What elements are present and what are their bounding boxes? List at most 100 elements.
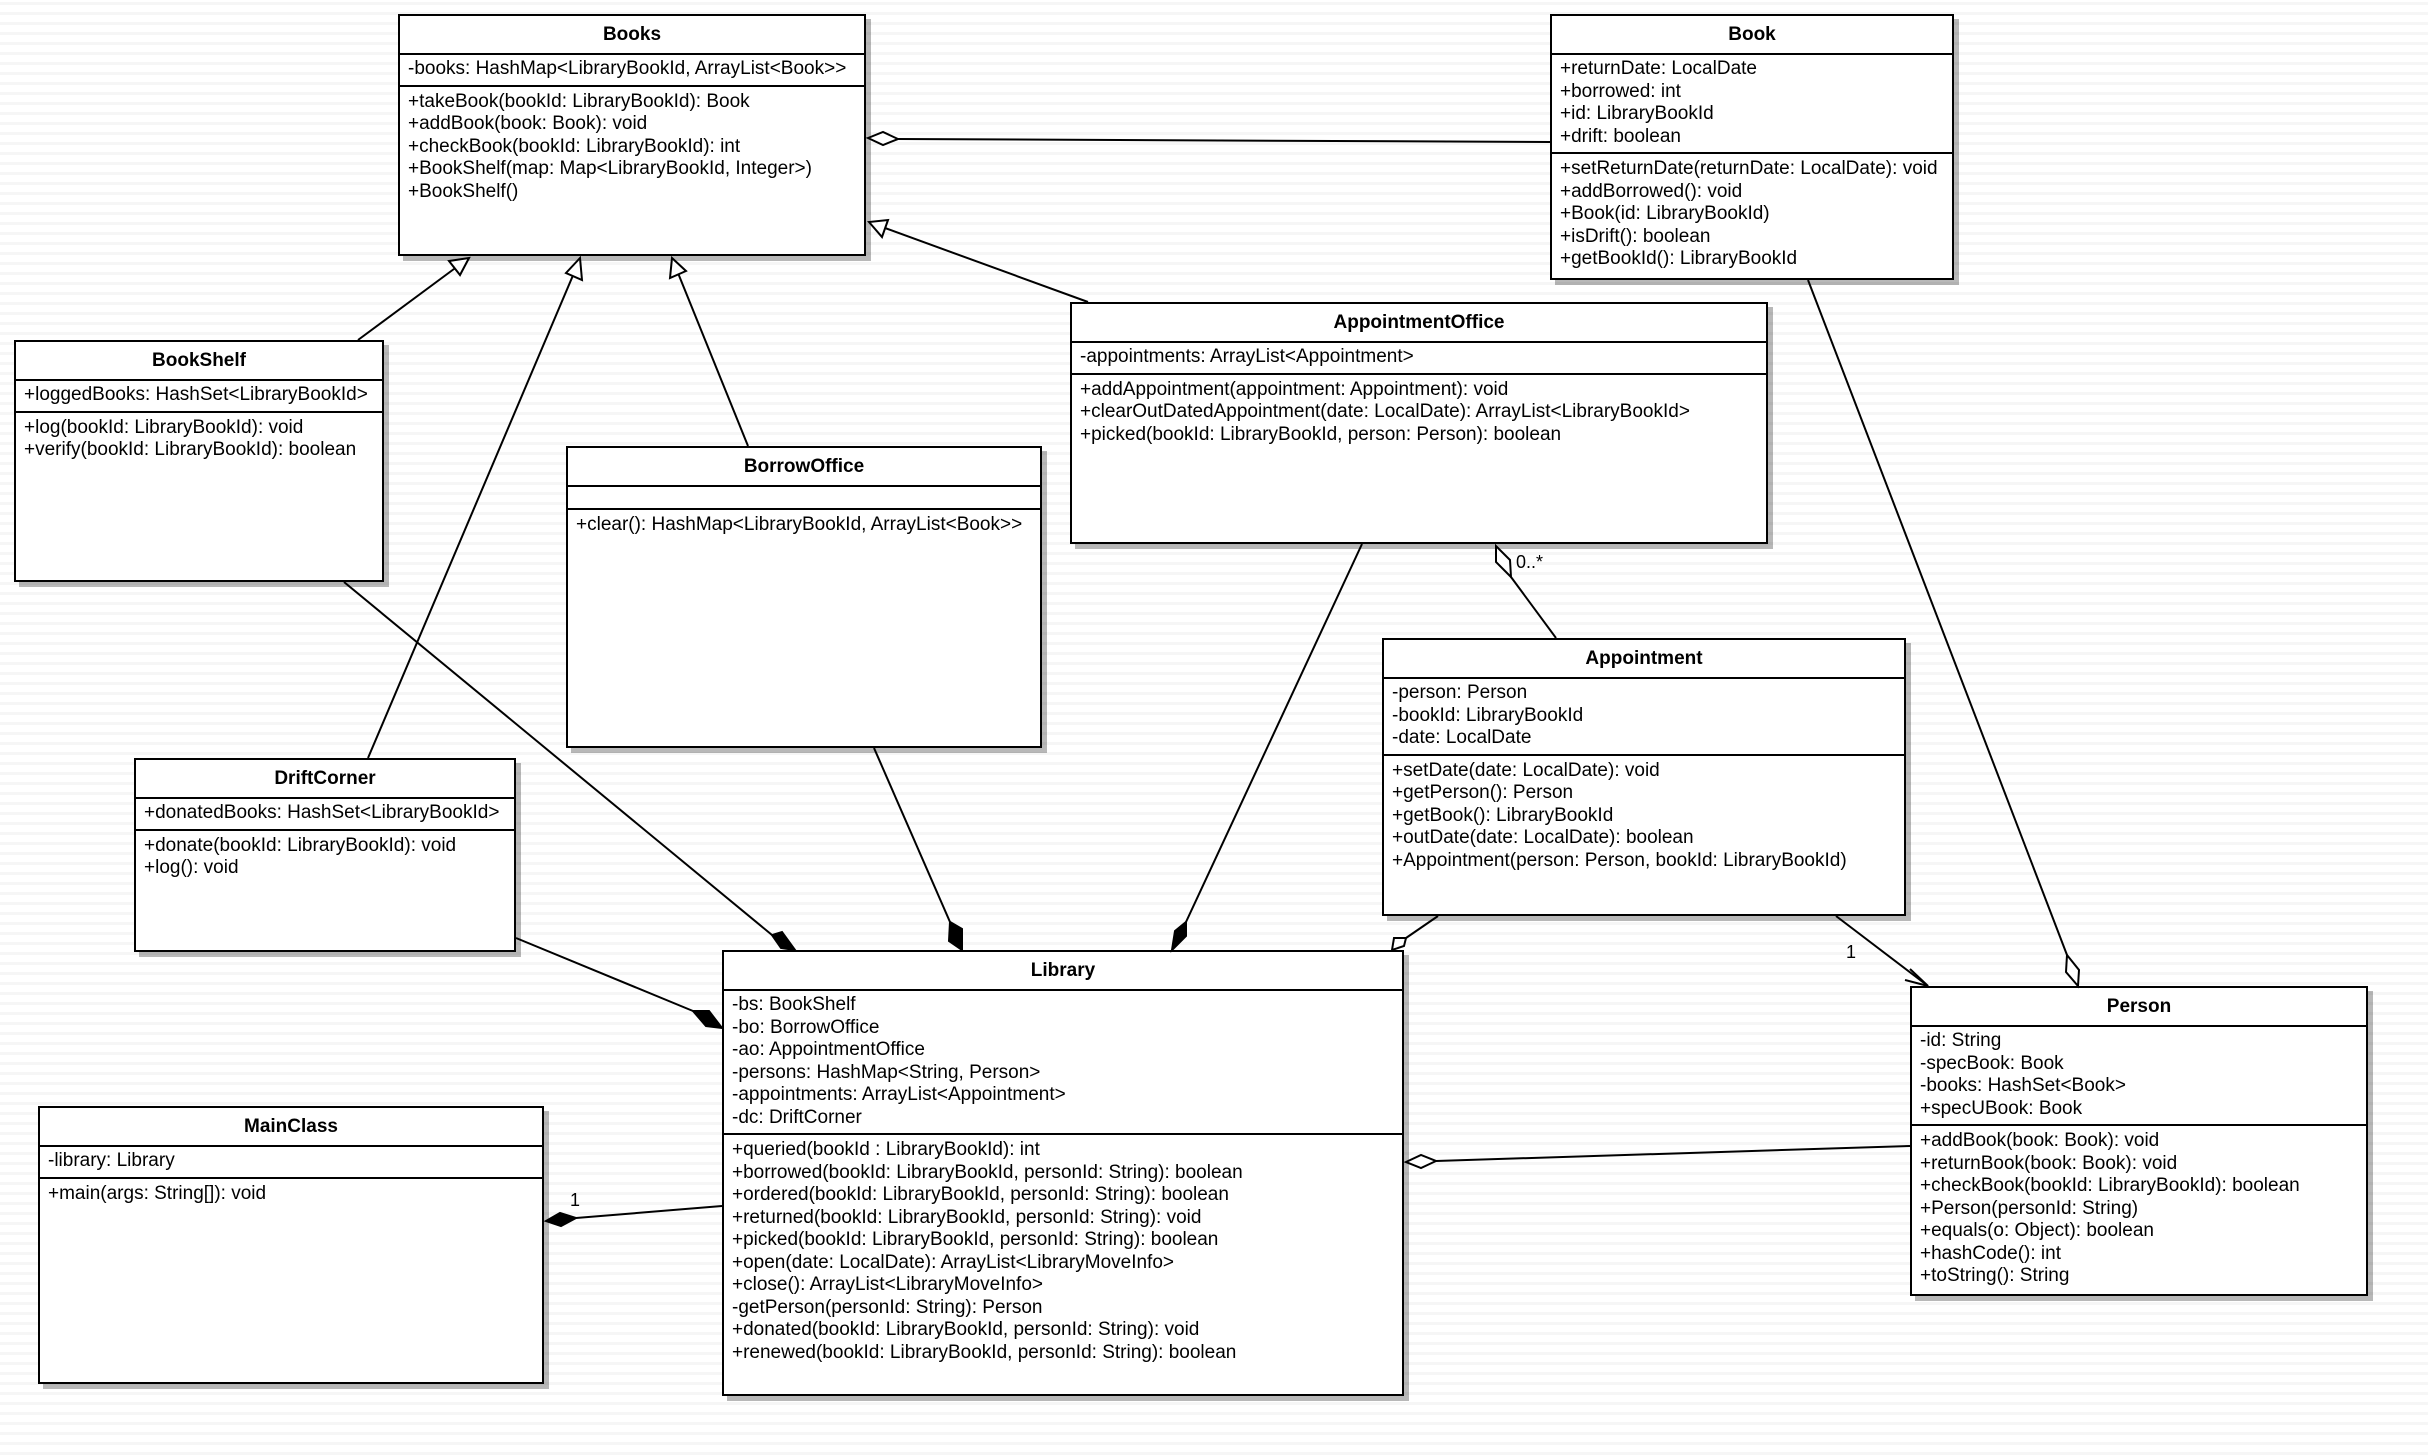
class-appointmentoffice[interactable]: AppointmentOffice -appointments: ArrayLi… — [1070, 302, 1768, 544]
class-name: Books — [400, 16, 864, 55]
filled-diamond — [543, 1211, 579, 1228]
attribute-line: -bs: BookShelf — [732, 994, 856, 1015]
attribute-line: -bo: BorrowOffice — [732, 1016, 880, 1038]
class-mainclass[interactable]: MainClass -library: Library +main(args: … — [38, 1106, 544, 1384]
attributes-compartment: -person: Person-bookId: LibraryBookId-da… — [1384, 679, 1904, 756]
generalization-driftcorner-books — [367, 272, 575, 759]
operation-line: +picked(bookId: LibraryBookId, person: P… — [1080, 423, 1562, 445]
attribute-line: +specUBook: Book — [1920, 1097, 2083, 1119]
attribute-line: -specBook: Book — [1920, 1052, 2064, 1074]
class-name: Person — [1912, 988, 2366, 1027]
aggregation-appointment-appointmentoffice — [1510, 576, 1557, 639]
hollow-diamond — [1390, 937, 1408, 952]
operation-line: +close(): ArrayList<LibraryMoveInfo> — [732, 1274, 1043, 1295]
filled-diamond — [690, 1010, 725, 1030]
filled-diamond — [947, 920, 963, 952]
attributes-compartment: -books: HashMap<LibraryBookId, ArrayList… — [400, 55, 864, 87]
operation-line: +clear(): HashMap<LibraryBookId, ArrayLi… — [576, 514, 1023, 535]
hollow-diamond — [1403, 1153, 1439, 1170]
multiplicity-main-library: 1 — [570, 1190, 580, 1210]
operation-line: +toString(): String — [1920, 1265, 2070, 1286]
operations-compartment: +log(bookId: LibraryBookId): void+verify… — [16, 413, 382, 581]
operations-compartment: +main(args: String[]): void — [40, 1179, 542, 1383]
class-book[interactable]: Book +returnDate: LocalDate+borrowed: in… — [1550, 14, 1954, 280]
operation-line: +Appointment(person: Person, bookId: Lib… — [1392, 849, 1847, 871]
composition-mainclass-library — [575, 1205, 723, 1219]
attributes-compartment: +returnDate: LocalDate+borrowed: int+id:… — [1552, 55, 1952, 154]
operation-line: +hashCode(): int — [1920, 1242, 2061, 1264]
operation-line: +donate(bookId: LibraryBookId): void — [144, 834, 457, 856]
operation-line: +addBook(book: Book): void — [408, 113, 648, 134]
operation-line: +verify(bookId: LibraryBookId): boolean — [24, 439, 357, 460]
operation-line: +donated(bookId: LibraryBookId, personId… — [732, 1319, 1200, 1340]
generalization-borrowoffice-books — [677, 272, 749, 447]
class-library[interactable]: Library -bs: BookShelf-bo: BorrowOffice-… — [722, 950, 1404, 1396]
attributes-compartment: +donatedBooks: HashSet<LibraryBookId> — [136, 799, 514, 831]
operation-line: +setReturnDate(returnDate: LocalDate): v… — [1560, 158, 1938, 179]
operation-line: -getPerson(personId: String): Person — [732, 1296, 1043, 1318]
attribute-line: -date: LocalDate — [1392, 727, 1532, 748]
operation-line: +clearOutDatedAppointment(date: LocalDat… — [1080, 401, 1690, 422]
aggregation-appointment-library — [1405, 915, 1439, 939]
hollow-diamond — [865, 130, 901, 147]
attribute-line: -books: HashMap<LibraryBookId, ArrayList… — [408, 58, 847, 79]
operations-compartment: +setReturnDate(returnDate: LocalDate): v… — [1552, 154, 1952, 278]
operation-line: +equals(o: Object): boolean — [1920, 1220, 2154, 1241]
operation-line: +log(bookId: LibraryBookId): void — [24, 416, 304, 438]
filled-diamond — [770, 930, 798, 952]
hollow-diamond — [1495, 543, 1513, 580]
attribute-line: -persons: HashMap<String, Person> — [732, 1061, 1041, 1083]
operation-line: +BookShelf(map: Map<LibraryBookId, Integ… — [408, 158, 812, 179]
aggregation-book-books — [897, 138, 1551, 143]
attribute-line: -library: Library — [48, 1150, 175, 1171]
class-appointment[interactable]: Appointment -person: Person-bookId: Libr… — [1382, 638, 1906, 916]
attribute-line: -person: Person — [1392, 682, 1528, 703]
class-borrowoffice[interactable]: BorrowOffice +clear(): HashMap<LibraryBo… — [566, 446, 1042, 748]
hollow-triangle-arrowhead — [447, 256, 471, 277]
operation-line: +open(date: LocalDate): ArrayList<Librar… — [732, 1251, 1175, 1273]
composition-library-borrowoffice — [873, 747, 951, 923]
hollow-diamond — [2064, 952, 2081, 989]
class-name: DriftCorner — [136, 760, 514, 799]
open-arrowhead — [1904, 968, 1929, 987]
aggregation-person-library — [1435, 1145, 1911, 1162]
operation-line: +BookShelf() — [408, 180, 519, 202]
attribute-line: -dc: DriftCorner — [732, 1106, 862, 1128]
attribute-line: -appointments: ArrayList<Appointment> — [1080, 346, 1414, 367]
attribute-line: -bookId: LibraryBookId — [1392, 704, 1584, 726]
class-name: BookShelf — [16, 342, 382, 381]
operation-line: +getPerson(): Person — [1392, 782, 1574, 803]
operation-line: +checkBook(bookId: LibraryBookId): boole… — [1920, 1175, 2300, 1196]
attribute-line: +drift: boolean — [1560, 125, 1681, 147]
attribute-line: -ao: AppointmentOffice — [732, 1039, 925, 1060]
operations-compartment: +addBook(book: Book): void+returnBook(bo… — [1912, 1126, 2366, 1294]
hollow-triangle-arrowhead — [866, 218, 890, 239]
attributes-compartment: -library: Library — [40, 1147, 542, 1179]
generalization-bookshelf-books — [357, 265, 459, 341]
composition-library-appointmentoffice — [1185, 543, 1363, 923]
class-driftcorner[interactable]: DriftCorner +donatedBooks: HashSet<Libra… — [134, 758, 516, 952]
multiplicity-appointments: 0..* — [1516, 552, 1543, 572]
operation-line: +Person(personId: String) — [1920, 1197, 2139, 1219]
attribute-line: +returnDate: LocalDate — [1560, 58, 1757, 79]
multiplicity-appointment-person: 1 — [1846, 942, 1856, 962]
class-name: AppointmentOffice — [1072, 304, 1766, 343]
composition-library-driftcorner — [515, 937, 694, 1012]
operation-line: +isDrift(): boolean — [1560, 225, 1711, 247]
operation-line: +ordered(bookId: LibraryBookId, personId… — [732, 1184, 1229, 1205]
operations-compartment: +addAppointment(appointment: Appointment… — [1072, 375, 1766, 543]
class-books[interactable]: Books -books: HashMap<LibraryBookId, Arr… — [398, 14, 866, 256]
class-bookshelf[interactable]: BookShelf +loggedBooks: HashSet<LibraryB… — [14, 340, 384, 582]
operation-line: +log(): void — [144, 857, 239, 878]
operation-line: +queried(bookId : LibraryBookId): int — [732, 1139, 1040, 1160]
operation-line: +returned(bookId: LibraryBookId, personI… — [732, 1206, 1202, 1228]
attributes-compartment — [568, 487, 1040, 510]
operation-line: +borrowed(bookId: LibraryBookId, personI… — [732, 1161, 1243, 1183]
class-person[interactable]: Person -id: String-specBook: Book-books:… — [1910, 986, 2368, 1296]
class-name: Appointment — [1384, 640, 1904, 679]
attribute-line: -appointments: ArrayList<Appointment> — [732, 1084, 1066, 1105]
class-name: MainClass — [40, 1108, 542, 1147]
operation-line: +addAppointment(appointment: Appointment… — [1080, 378, 1509, 400]
attributes-compartment: +loggedBooks: HashSet<LibraryBookId> — [16, 381, 382, 413]
